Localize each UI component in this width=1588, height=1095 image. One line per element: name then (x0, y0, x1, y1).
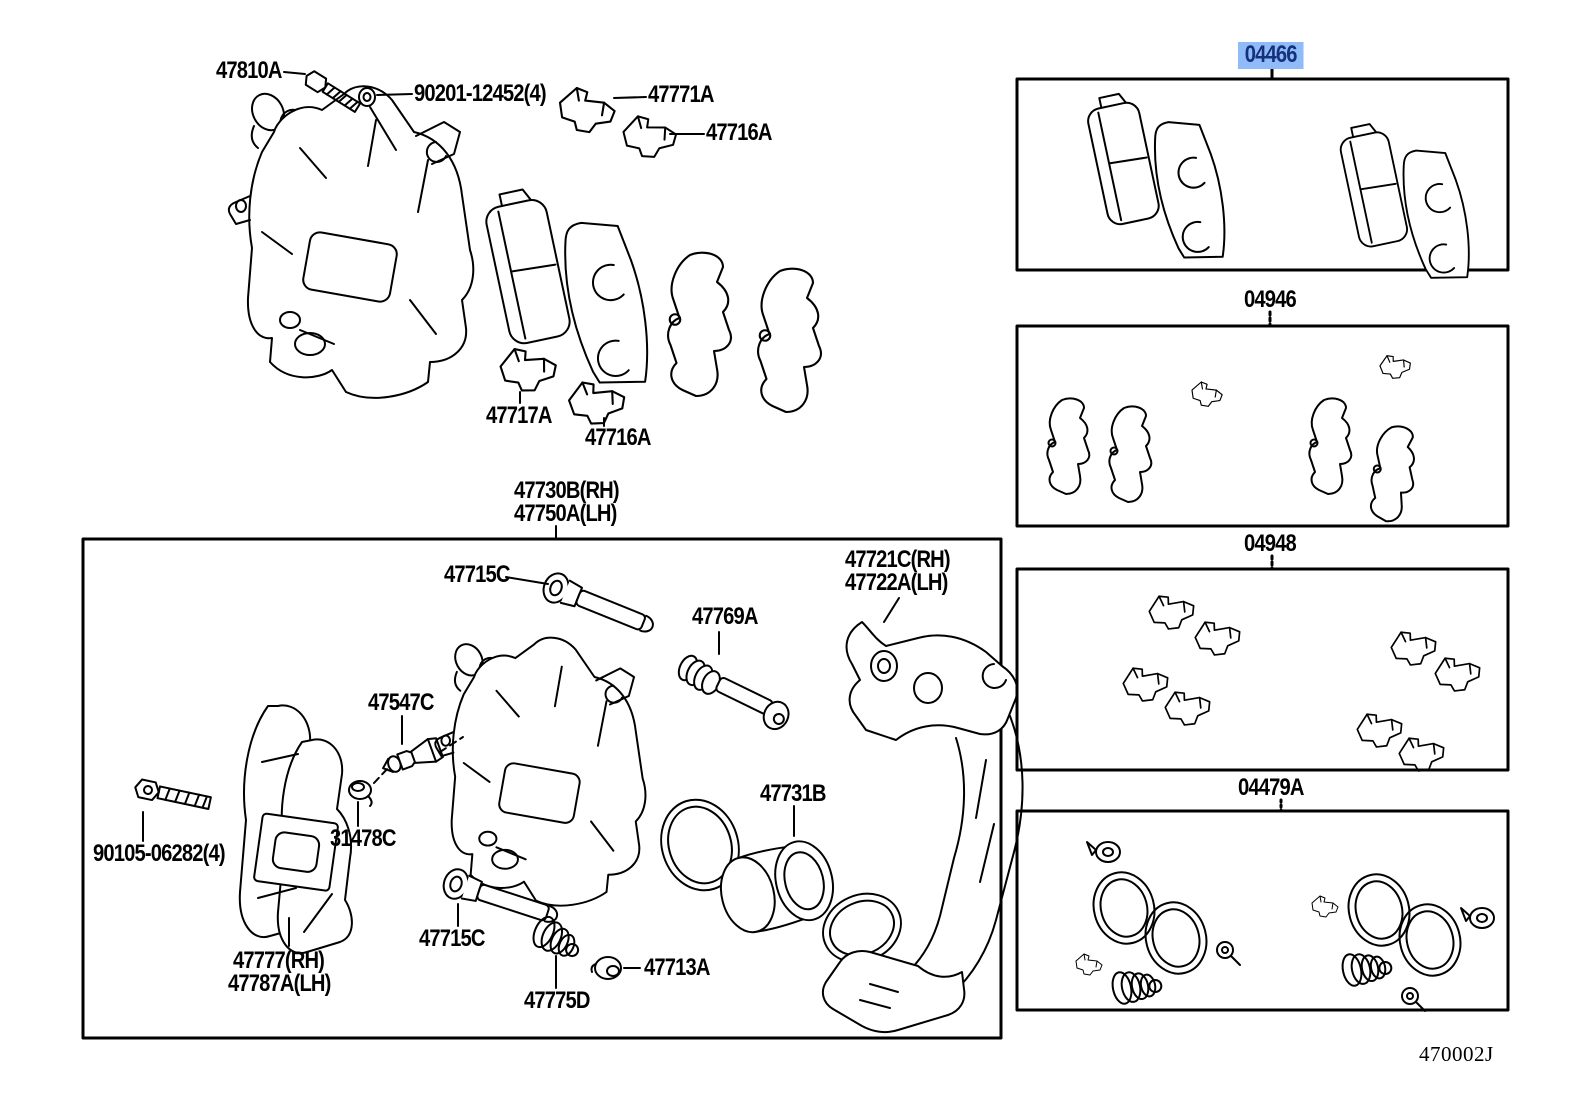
part-label-anti-rattle-clip[interactable]: 47771A (648, 81, 714, 108)
piston-seal-art (660, 798, 740, 892)
part-label-slide-bush[interactable]: 47769A (692, 603, 758, 630)
part-label-dust-cover-lh[interactable]: 47787A(LH) (228, 970, 331, 997)
dust-cover-art (238, 704, 353, 955)
part-label-grease-cap[interactable]: 47713A (644, 954, 710, 981)
part-label-bleeder-cap[interactable]: 31478C (330, 825, 396, 852)
pad-clip-upper-art (621, 111, 680, 161)
kit-label-pad-kit-selected[interactable]: 04466 (1238, 42, 1304, 69)
shim-kit-box (1015, 324, 1510, 528)
kit-boxes (1015, 77, 1510, 1012)
part-label-assembly-rh[interactable]: 47730B(RH) (514, 477, 620, 504)
cylinder-kit-art (1075, 841, 1495, 1012)
part-label-pad-clip-lower[interactable]: 47716A (585, 424, 651, 451)
part-label-mounting-lh[interactable]: 47722A(LH) (845, 569, 948, 596)
shim-kit-art (1046, 350, 1421, 525)
part-label-pin-boot[interactable]: 47775D (524, 987, 590, 1014)
cylinder-assembly-art (134, 572, 1024, 1034)
pin-boot-art (528, 912, 588, 964)
fitting-kit-box (1015, 567, 1510, 772)
cylinder-kit-box (1015, 809, 1510, 1012)
bleeder-screw-art (382, 737, 444, 773)
part-label-slide-pin-lower[interactable]: 47715C (419, 925, 485, 952)
part-label-mounting-rh[interactable]: 47721C(RH) (845, 546, 951, 573)
slide-bush-art (677, 654, 790, 731)
part-label-mounting-bolt[interactable]: 90105-06282(4) (93, 840, 226, 867)
grease-cap-art (590, 956, 622, 980)
kit-label-shim-kit[interactable]: 04946 (1244, 286, 1297, 313)
cylinder-assembly-box (81, 537, 1003, 1040)
part-label-assembly-lh[interactable]: 47750A(LH) (514, 500, 617, 527)
part-label-slide-pin-upper[interactable]: 47715C (444, 561, 510, 588)
mounting-bolt-art (134, 778, 212, 810)
part-label-pad-wear-clip[interactable]: 47717A (486, 402, 552, 429)
slide-pin-upper-art (542, 572, 654, 633)
part-label-bolt[interactable]: 47810A (216, 57, 282, 84)
kit-label-cylinder-kit[interactable]: 04479A (1238, 774, 1304, 801)
part-label-washer[interactable]: 90201-12452(4) (414, 80, 547, 107)
part-label-piston[interactable]: 47731B (760, 780, 826, 807)
pad-and-plate-art (480, 184, 658, 394)
anti-rattle-clip-art (558, 86, 616, 134)
pad-wear-clip-art (496, 341, 561, 397)
part-label-bleeder-screw[interactable]: 47547C (368, 689, 434, 716)
pad-kit-art (1082, 89, 1477, 287)
pad-kit-box (1015, 77, 1510, 272)
caliper-assembly-art (227, 70, 822, 431)
leader-lines (142, 66, 1283, 989)
figure-code: 470002J (1419, 1042, 1494, 1066)
fitting-kit-art (1119, 586, 1486, 778)
mounting-support-art (821, 621, 1024, 1034)
part-label-pad-clip-upper[interactable]: 47716A (706, 119, 772, 146)
piston-art (719, 840, 834, 934)
slide-pin-lower-art (442, 868, 559, 923)
kit-label-fitting-kit[interactable]: 04948 (1244, 530, 1297, 557)
bleeder-cap-art (348, 780, 373, 807)
shim-art (667, 251, 822, 414)
part-label-dust-cover-rh[interactable]: 47777(RH) (233, 947, 325, 974)
